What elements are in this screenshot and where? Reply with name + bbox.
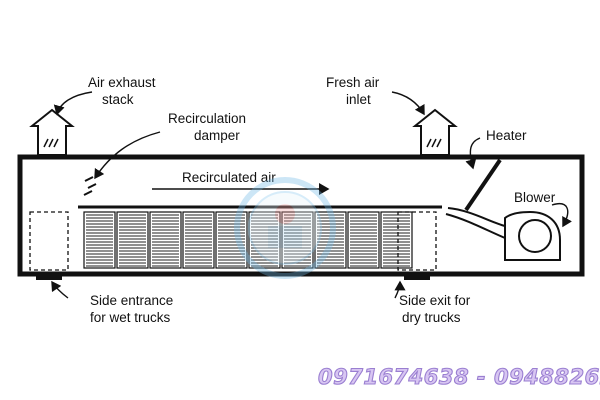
svg-text:Recirculation: Recirculation xyxy=(168,111,246,126)
truck-stack xyxy=(182,211,215,269)
truck-stack xyxy=(347,211,380,269)
label-side-exit: Side exit for dry trucks xyxy=(399,293,471,325)
truck-stack xyxy=(314,211,347,269)
side-entrance-door xyxy=(29,211,69,271)
truck-stack xyxy=(281,211,314,269)
label-fresh-air-inlet: Fresh air inlet xyxy=(326,75,380,107)
svg-text:Side entrance: Side entrance xyxy=(90,293,173,308)
phone-watermark: 0971674638 - 0948826226 xyxy=(318,365,600,389)
label-recirculated-air: Recirculated air xyxy=(182,170,276,185)
tunnel-housing xyxy=(17,154,585,277)
svg-text:inlet: inlet xyxy=(346,92,371,107)
label-blower: Blower xyxy=(514,190,556,205)
truck-row xyxy=(83,211,413,269)
truck-stack xyxy=(83,211,116,269)
label-air-exhaust-stack: Air exhaust stack xyxy=(88,75,156,107)
truck-stack xyxy=(149,211,182,269)
recirculation-damper xyxy=(83,176,97,196)
svg-text:stack: stack xyxy=(102,92,134,107)
truck-stack xyxy=(215,211,248,269)
svg-text:damper: damper xyxy=(194,128,240,143)
side-exit-door xyxy=(397,211,437,271)
leader-lines xyxy=(51,91,572,299)
blower-duct xyxy=(445,207,506,239)
heater xyxy=(464,158,502,212)
svg-text:for wet trucks: for wet trucks xyxy=(90,310,171,325)
svg-text:Air exhaust: Air exhaust xyxy=(88,75,156,90)
svg-text:Side exit for: Side exit for xyxy=(399,293,471,308)
label-heater: Heater xyxy=(486,128,527,143)
label-recirculation-damper: Recirculation damper xyxy=(168,111,246,143)
exhaust-stack xyxy=(29,108,75,156)
fresh-air-inlet xyxy=(412,108,458,156)
svg-text:dry trucks: dry trucks xyxy=(402,310,461,325)
svg-text:Fresh air: Fresh air xyxy=(326,75,380,90)
truck-stack xyxy=(380,211,413,269)
blower xyxy=(504,210,561,261)
label-side-entrance: Side entrance for wet trucks xyxy=(90,293,173,325)
truck-stack xyxy=(248,211,281,269)
watermark-logo xyxy=(234,177,336,279)
truck-stack xyxy=(116,211,149,269)
floor-wheels xyxy=(36,272,430,280)
